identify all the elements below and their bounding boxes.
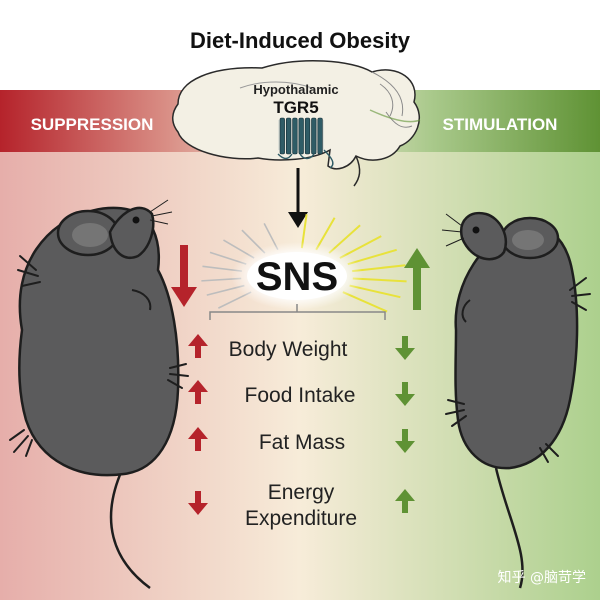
left-outcome-up-arrow-icon	[188, 334, 208, 358]
left-outcome-up-arrow-icon	[188, 380, 208, 404]
tgr5-receptor-icon	[277, 117, 334, 169]
tgr5-to-sns-arrow	[288, 168, 308, 228]
figure-title: Diet-Induced Obesity	[190, 28, 411, 53]
outcome-arrows	[188, 334, 415, 515]
left-outcome-down-arrow-icon	[188, 491, 208, 515]
receptor-helix	[304, 117, 311, 155]
right-outcome-up-arrow-icon	[395, 489, 415, 513]
brain-icon	[172, 60, 421, 187]
stimulation-label: STIMULATION	[443, 115, 558, 134]
receptor-helix	[285, 117, 292, 155]
outcome-food-intake: Food Intake	[245, 384, 356, 407]
suppression-label: SUPPRESSION	[31, 115, 154, 134]
sns-node	[247, 252, 347, 300]
outcome-body-weight: Body Weight	[229, 338, 348, 361]
right-outcome-down-arrow-icon	[395, 429, 415, 453]
left-outcome-up-arrow-icon	[188, 427, 208, 451]
right-outcome-down-arrow-icon	[395, 336, 415, 360]
receptor-helix	[298, 117, 304, 155]
receptor-helix	[311, 117, 317, 155]
hypothalamic-label: Hypothalamic	[253, 82, 338, 97]
sns-bracket	[209, 304, 386, 320]
right-outcome-down-arrow-icon	[395, 382, 415, 406]
outcome-fat-mass: Fat Mass	[259, 431, 345, 454]
outcome-energy-line1: Energy	[268, 481, 335, 504]
receptor-helix	[317, 117, 323, 155]
receptor-helix	[279, 117, 285, 155]
sns-down-arrow-icon	[171, 245, 197, 307]
tgr5-label: TGR5	[273, 98, 318, 117]
watermark: 知乎 @脑苛学	[498, 569, 586, 586]
lean-mouse-icon	[441, 211, 591, 589]
outcome-energy-line2: Expenditure	[245, 507, 357, 530]
receptor-helix	[292, 117, 298, 155]
obese-mouse-icon	[9, 199, 189, 590]
sns-label: SNS	[256, 255, 338, 299]
sns-up-arrow-icon	[404, 248, 430, 310]
